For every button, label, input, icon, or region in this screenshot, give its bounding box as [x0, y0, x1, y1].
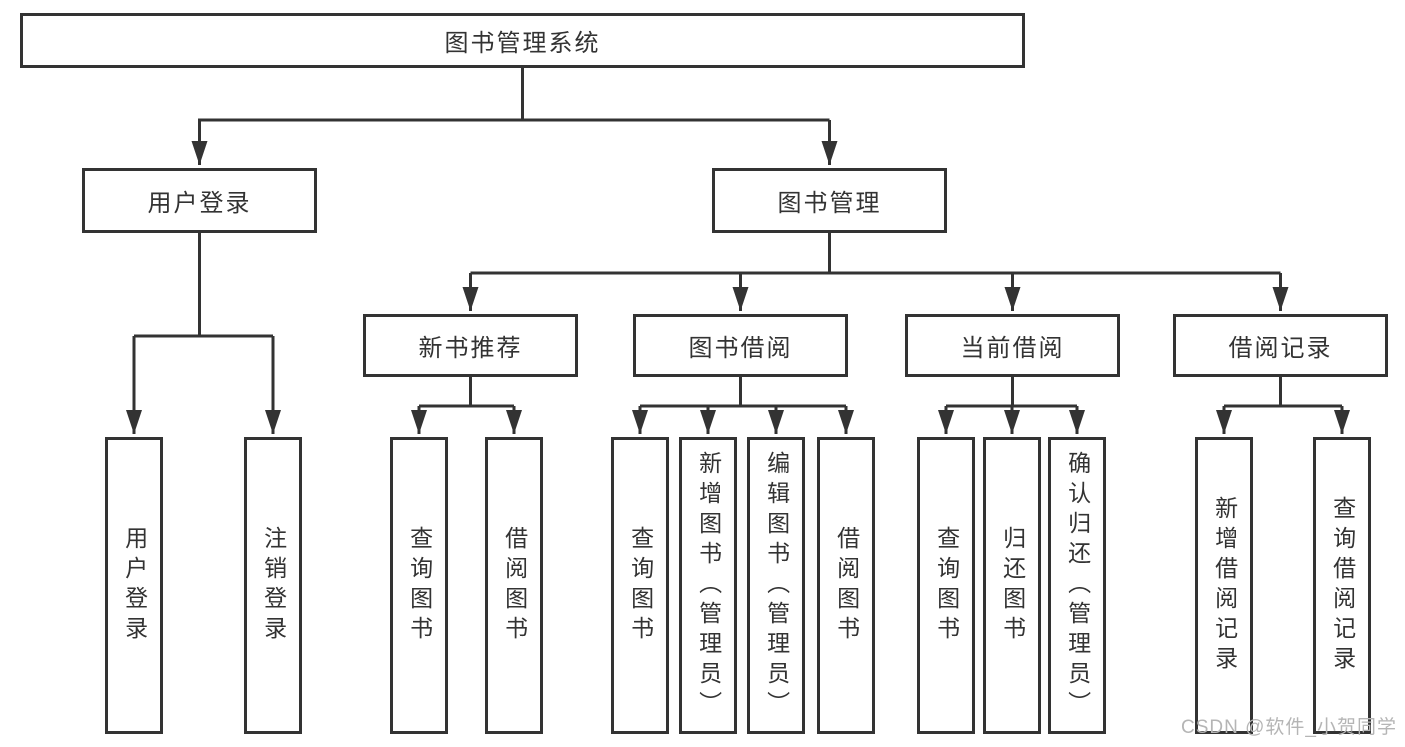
edges-borrow-records-to-leaves: [1216, 377, 1350, 434]
edges-user-login-to-leaves: [126, 233, 281, 434]
leaf-borrow-add-admin: 新增图书（管理员）: [679, 437, 737, 734]
node-root: 图书管理系统: [20, 13, 1025, 68]
edges-new-book-to-leaves: [411, 377, 522, 434]
watermark: CSDN @软件_小贺同学: [1181, 717, 1397, 738]
leaf-borrow-query: 查询图书: [611, 437, 669, 734]
edges-current-borrow-to-leaves: [938, 377, 1085, 434]
edges-book-mgmt-to-level3: [462, 233, 1289, 311]
leaf-records-query: 查询借阅记录: [1313, 437, 1371, 734]
leaf-records-add: 新增借阅记录: [1195, 437, 1253, 734]
edges-root-to-level2: [191, 68, 838, 165]
node-book-borrow: 图书借阅: [633, 314, 848, 377]
node-book-mgmt: 图书管理: [712, 168, 947, 233]
leaf-borrow-edit-admin: 编辑图书（管理员）: [747, 437, 805, 734]
leaf-logout: 注销登录: [244, 437, 302, 734]
leaf-current-query: 查询图书: [917, 437, 975, 734]
edges-book-borrow-to-leaves: [632, 377, 854, 434]
node-user-login: 用户登录: [82, 168, 317, 233]
node-borrow-records: 借阅记录: [1173, 314, 1388, 377]
leaf-current-confirm-admin: 确认归还（管理员）: [1048, 437, 1106, 734]
leaf-current-return: 归还图书: [983, 437, 1041, 734]
node-current-borrow: 当前借阅: [905, 314, 1120, 377]
leaf-newbook-query: 查询图书: [390, 437, 448, 734]
node-new-book-rec: 新书推荐: [363, 314, 578, 377]
leaf-borrow-borrow: 借阅图书: [817, 437, 875, 734]
leaf-newbook-borrow: 借阅图书: [485, 437, 543, 734]
leaf-user-login: 用户登录: [105, 437, 163, 734]
